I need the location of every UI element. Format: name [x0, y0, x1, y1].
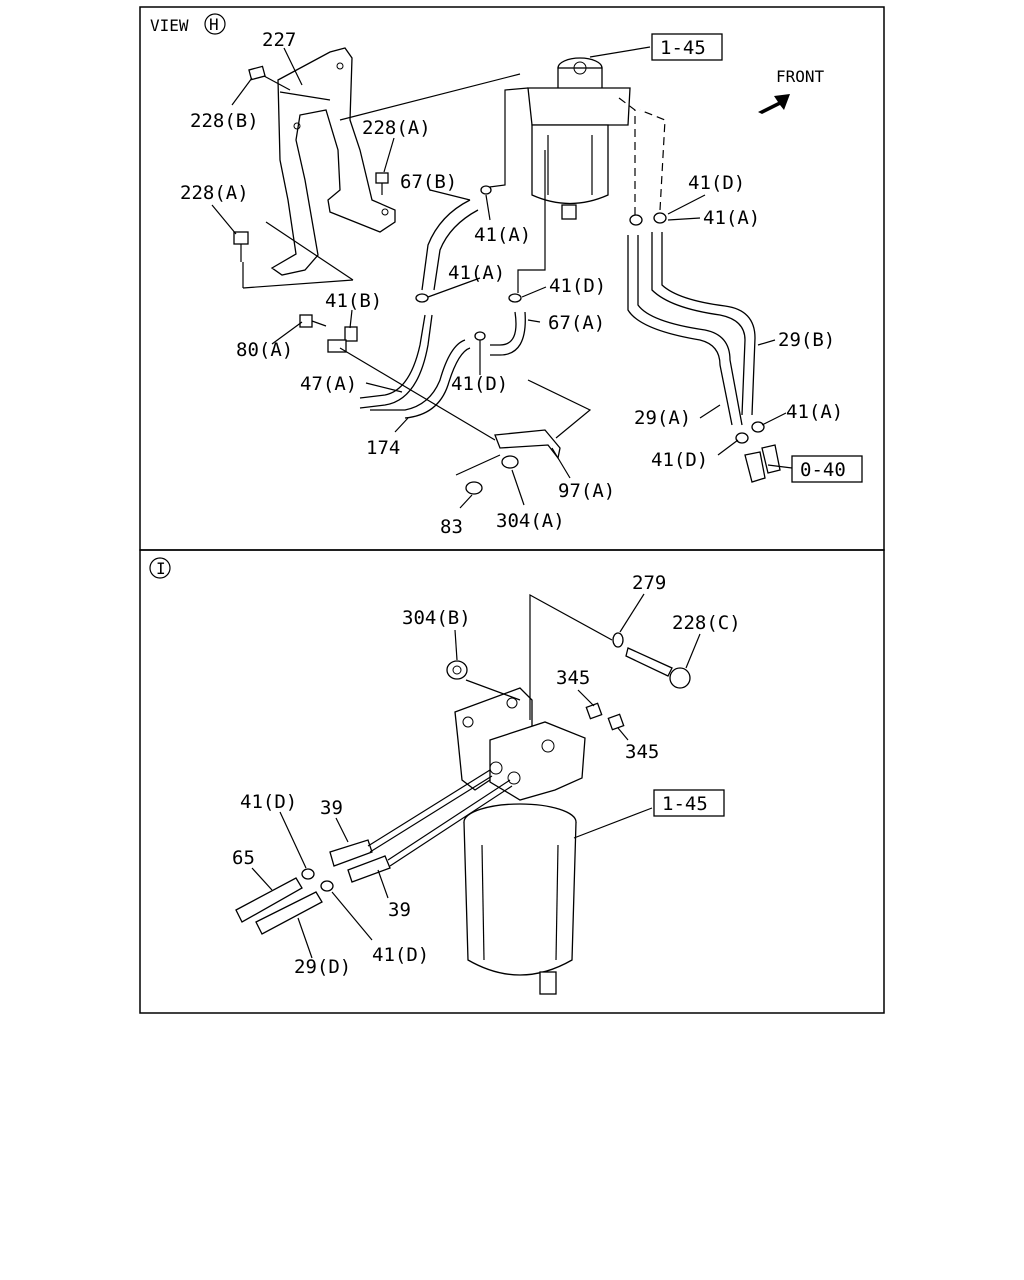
view-letter-bottom: I: [156, 559, 166, 578]
view-letter-circle: [204, 13, 226, 35]
label-174: 174: [366, 437, 400, 459]
label-65: 65: [232, 847, 255, 869]
bolt-80a: [299, 314, 327, 328]
leader-lines-top: [211, 46, 793, 509]
label-41d-2: 41(D): [549, 275, 606, 297]
clips-top: [415, 185, 765, 444]
pipe-29b: [651, 232, 756, 416]
label-228c: 228(C): [672, 612, 741, 634]
label-41a-4: 41(A): [786, 401, 843, 423]
hose-67b: [421, 199, 479, 291]
label-304b: 304(B): [402, 607, 471, 629]
hose-29d: [255, 891, 323, 935]
view-prefix: VIEW: [150, 16, 189, 35]
label-29a: 29(A): [634, 407, 691, 429]
pipe-174: [370, 339, 471, 419]
bolt-228a-left: [233, 231, 249, 262]
bolt-228a-top: [375, 172, 389, 195]
label-41b: 41(B): [325, 290, 382, 312]
label-39-2: 39: [388, 899, 411, 921]
hose-65: [235, 877, 303, 923]
ref-box-1-45-top: [651, 33, 723, 61]
label-97a: 97(A): [558, 480, 615, 502]
ref-1-45-top: 1-45: [660, 37, 706, 59]
label-228b: 228(B): [190, 110, 259, 132]
label-228a-left: 228(A): [180, 182, 249, 204]
ref-1-45-bottom: 1-45: [662, 793, 708, 815]
pipe-29a: [627, 235, 743, 426]
nut-304b: [446, 660, 468, 680]
label-228a-top: 228(A): [362, 117, 431, 139]
front-arrow-icon: [758, 94, 790, 114]
label-345-2: 345: [625, 741, 659, 763]
panel-bottom-frame: [139, 549, 885, 1014]
front-label: FRONT: [776, 67, 825, 86]
ref-0-40: 0-40: [800, 459, 846, 481]
fuel-filter-assembly-top: [527, 57, 631, 220]
bracket-97a: [494, 429, 561, 460]
panel-top: VIEW H FRONT: [150, 13, 863, 538]
view-letter-circle-bottom: [149, 557, 171, 579]
clip-41d-2: [320, 880, 334, 892]
clamp-41b: [327, 326, 358, 353]
label-41a-3: 41(A): [448, 262, 505, 284]
label-41d-2-bottom: 41(D): [372, 944, 429, 966]
label-80a: 80(A): [236, 339, 293, 361]
label-41a-1: 41(A): [474, 224, 531, 246]
fitting-39-2: [347, 779, 513, 883]
label-41d-4: 41(D): [651, 449, 708, 471]
ref-box-1-45-bottom: [653, 789, 725, 817]
panel-bottom: I: [149, 557, 741, 995]
pipe-47a: [359, 314, 433, 409]
label-67b: 67(B): [400, 171, 457, 193]
nut-83: [465, 481, 483, 495]
bolt-228c: [612, 632, 691, 689]
label-41d-3: 41(D): [451, 373, 508, 395]
clip-41d-1: [301, 868, 315, 880]
plug-345-1: [585, 702, 603, 720]
nut-304a: [501, 455, 519, 469]
hose-67a: [490, 311, 526, 356]
label-279: 279: [632, 572, 666, 594]
fitting-39-1: [329, 769, 493, 867]
filter-head: [489, 721, 586, 801]
label-29d: 29(D): [294, 956, 351, 978]
filter-body: [463, 803, 577, 995]
label-83: 83: [440, 516, 463, 538]
fitting-0-40: [744, 444, 781, 483]
label-47a: 47(A): [300, 373, 357, 395]
plug-345-2: [607, 713, 625, 731]
label-345-1: 345: [556, 667, 590, 689]
label-304a: 304(A): [496, 510, 565, 532]
bracket-227: [270, 47, 396, 276]
label-41a-2: 41(A): [703, 207, 760, 229]
bolt-228b: [248, 65, 291, 91]
leader-lines-bottom: [251, 593, 701, 959]
ref-box-0-40: [791, 455, 863, 483]
label-29b: 29(B): [778, 329, 835, 351]
label-39-1: 39: [320, 797, 343, 819]
label-67a: 67(A): [548, 312, 605, 334]
view-letter: H: [209, 15, 219, 34]
label-227: 227: [262, 29, 296, 51]
label-41d-1: 41(D): [688, 172, 745, 194]
label-41d-1-bottom: 41(D): [240, 791, 297, 813]
